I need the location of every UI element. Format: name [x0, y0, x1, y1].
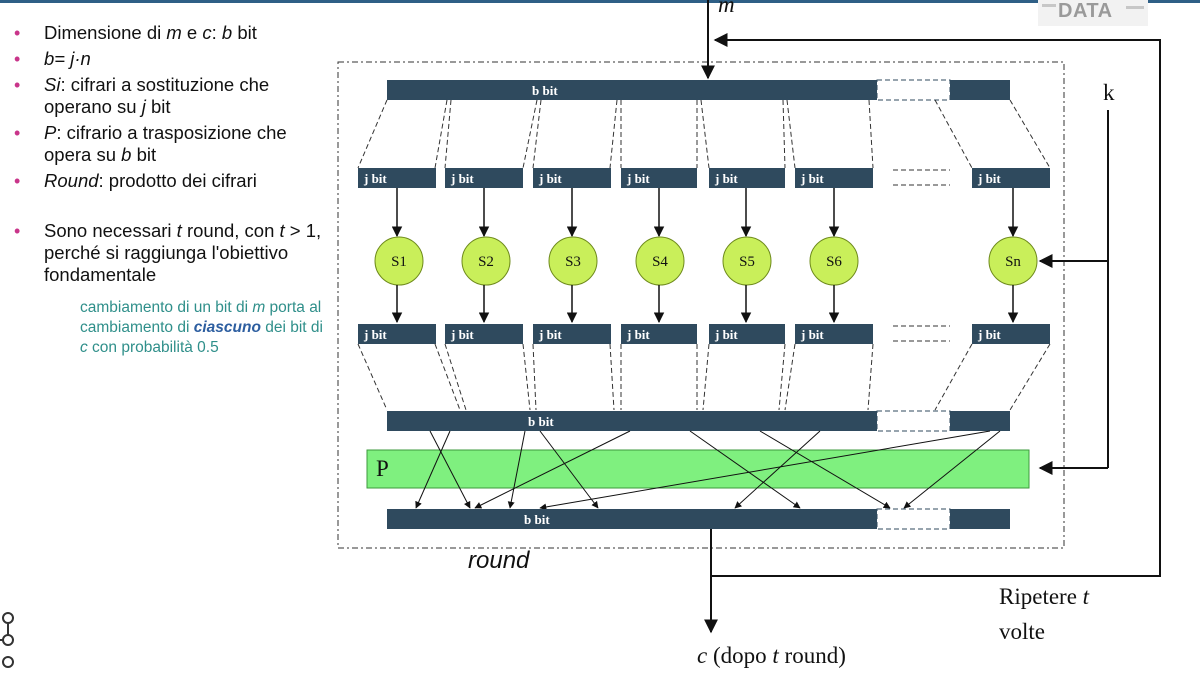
svg-text:Sn: Sn — [1005, 254, 1021, 270]
svg-text:j bit: j bit — [363, 171, 387, 186]
bullet-list: Dimensione di m e c: b bit b= j·n Si: ci… — [14, 22, 334, 286]
split-lines — [357, 99, 1051, 186]
bullet-t-rounds: Sono necessari t round, con t > 1, perch… — [14, 220, 334, 286]
svg-text:S2: S2 — [478, 254, 494, 270]
output-label: c (dopo t round) — [697, 643, 846, 668]
permutation-lines — [415, 430, 1001, 511]
sub-bullet-objective: cambiamento di un bit di m porta al camb… — [80, 299, 323, 356]
input-m-label: m — [718, 0, 735, 17]
svg-text:j bit: j bit — [714, 327, 738, 342]
sboxes — [374, 236, 1038, 286]
top-rule — [0, 0, 1200, 3]
svg-text:S3: S3 — [565, 254, 581, 270]
sbox-to-j-arrows — [391, 285, 1019, 324]
sbox-s5 — [722, 236, 772, 286]
feedback-loop — [712, 33, 1161, 577]
svg-text:j bit: j bit — [800, 327, 824, 342]
logo-text: DATA — [1058, 0, 1113, 22]
svg-text:j bit: j bit — [538, 327, 562, 342]
svg-text:j bit: j bit — [450, 171, 474, 186]
middle-b-bit-bar — [387, 410, 1010, 432]
bullet-p: P: cifrario a trasposizione che opera su… — [14, 122, 334, 166]
svg-text:j bit: j bit — [714, 171, 738, 186]
svg-text:j bit: j bit — [363, 327, 387, 342]
j-bit-row-bottom — [358, 324, 1050, 344]
svg-text:j bit: j bit — [977, 171, 1001, 186]
svg-text:j bit: j bit — [626, 171, 650, 186]
p-label: P — [376, 456, 389, 481]
bullet-round: Round: prodotto dei cifrari — [14, 170, 334, 192]
input-b-bit-bar — [387, 79, 1010, 101]
j-bit-row-top — [358, 168, 1050, 188]
middle-b-bit-label: b bit — [528, 414, 554, 429]
repeat-label: Ripetere t — [999, 584, 1090, 609]
bullet-b-formula: b= j·n — [14, 48, 334, 70]
j-bit-row-top-labels: j bit j bit j bit j bit j bit j bit j bi… — [363, 171, 1001, 186]
sbox-labels: S1 S2 S3 S4 S5 S6 Sn — [391, 254, 1021, 270]
bullet-panel: Dimensione di m e c: b bit b= j·n Si: ci… — [14, 22, 334, 358]
svg-text:j bit: j bit — [977, 327, 1001, 342]
sbox-s4 — [635, 236, 685, 286]
network-icon — [0, 612, 14, 668]
svg-text:S6: S6 — [826, 254, 842, 270]
p-box — [366, 449, 1030, 489]
sbox-s1 — [374, 236, 424, 286]
sbox-s2 — [461, 236, 511, 286]
svg-text:j bit: j bit — [626, 327, 650, 342]
output-b-bit-bar — [387, 508, 1010, 530]
data-logo — [1038, 0, 1148, 26]
j-to-sbox-arrows — [391, 188, 1019, 238]
svg-text:j bit: j bit — [800, 171, 824, 186]
j-bit-row-bottom-labels: j bit j bit j bit j bit j bit j bit j bi… — [363, 327, 1001, 342]
svg-text:j bit: j bit — [450, 327, 474, 342]
repeat-label-line2: volte — [999, 619, 1045, 644]
round-label: round — [468, 547, 530, 574]
round-boundary — [337, 61, 1065, 549]
key-label: k — [1103, 80, 1115, 105]
svg-text:S5: S5 — [739, 254, 755, 270]
input-b-bit-label: b bit — [532, 83, 558, 98]
output-b-bit-label: b bit — [524, 512, 550, 527]
svg-text:j bit: j bit — [538, 171, 562, 186]
svg-text:S4: S4 — [652, 254, 668, 270]
merge-lines — [357, 325, 1051, 411]
bullet-si: Si: cifrari a sostituzione che operano s… — [14, 74, 334, 118]
sbox-s3 — [548, 236, 598, 286]
svg-text:S1: S1 — [391, 254, 407, 270]
bullet-dimension: Dimensione di m e c: b bit — [14, 22, 334, 44]
